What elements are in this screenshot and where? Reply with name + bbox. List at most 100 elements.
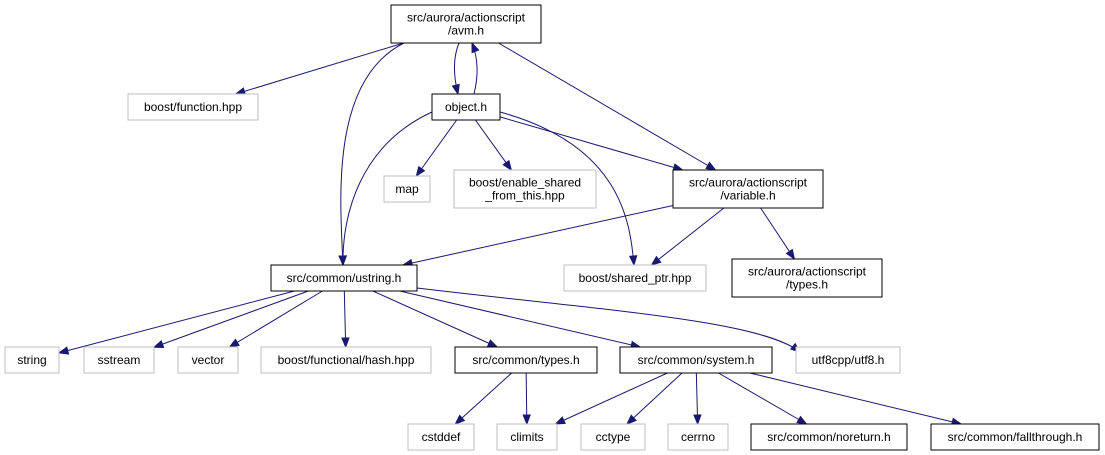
edge-line [340, 42, 405, 266]
node-cerrno: cerrno [667, 423, 729, 451]
edge-ustring_h-to-utf8 [416, 287, 802, 353]
node-label: string [17, 353, 46, 367]
edge-line [555, 372, 668, 425]
edge-line [415, 119, 458, 177]
node-box [580, 423, 646, 451]
edge-variable_h-to-shared_ptr [650, 207, 725, 266]
edge-object_h-to-enable_shared [474, 119, 513, 172]
edge-avm_h-to-variable_h [498, 42, 717, 171]
edge-line [651, 207, 725, 266]
edge-system_h-to-fallthrough_h [749, 372, 963, 426]
node-enable-shared: boost/enable_shared_from_this.hpp [453, 169, 597, 209]
edge-common_types_h-to-climits [522, 372, 531, 426]
node-as-types-h[interactable]: src/aurora/actionscript/types.h [731, 258, 883, 298]
node-box [260, 346, 432, 374]
node-label: src/common/types.h [472, 353, 579, 367]
node-label: climits [510, 430, 543, 444]
node-box [496, 423, 558, 451]
node-label: cstddef [422, 430, 461, 444]
edge-ustring_h-to-functional_hash [341, 290, 350, 349]
node-box [390, 4, 542, 44]
node-box [667, 423, 729, 451]
edge-system_h-to-climits [554, 372, 668, 425]
arrowhead [522, 414, 531, 426]
edge-object_h-to-map [415, 119, 458, 178]
node-box [177, 346, 239, 374]
node-box [563, 264, 707, 292]
arrowhead [626, 414, 637, 425]
node-label: boost/enable_shared [469, 176, 581, 190]
node-box [795, 346, 901, 374]
edge-common_types_h-to-cstddef [454, 372, 512, 425]
edge-line [498, 42, 716, 171]
node-label: object.h [445, 100, 487, 114]
node-map: map [383, 175, 431, 203]
node-box [930, 423, 1100, 451]
node-functional-hash: boost/functional/hash.hpp [260, 346, 432, 374]
edge-line [749, 372, 962, 425]
node-box [453, 169, 597, 209]
node-label: _from_this.hpp [484, 189, 565, 203]
node-label: src/common/fallthrough.h [948, 430, 1083, 444]
arrowhead [486, 339, 499, 348]
node-label: /types.h [786, 278, 828, 292]
edge-line [416, 287, 801, 353]
edge-system_h-to-cerrno [693, 372, 702, 426]
node-vector: vector [177, 346, 239, 374]
edge-line [235, 42, 404, 95]
node-box [4, 346, 60, 374]
node-box [383, 175, 431, 203]
node-label: src/common/ustring.h [287, 271, 402, 285]
node-variable-h[interactable]: src/aurora/actionscript/variable.h [672, 169, 824, 209]
arrowhead [796, 415, 808, 425]
node-fallthrough-h[interactable]: src/common/fallthrough.h [930, 423, 1100, 451]
edge-line [718, 372, 807, 425]
node-box [83, 346, 155, 374]
arrowhead [785, 248, 796, 261]
node-layer: src/aurora/actionscript/avm.h boost/funct… [4, 4, 1100, 451]
node-avm-h[interactable]: src/aurora/actionscript/avm.h [390, 4, 542, 44]
node-utf8: utf8cpp/utf8.h [795, 346, 901, 374]
arrowhead [451, 83, 460, 96]
edge-object_h-to-avm_h [471, 41, 480, 95]
node-label: /variable.h [720, 189, 775, 203]
edge-line [626, 372, 683, 425]
node-box [731, 258, 883, 298]
node-label: src/aurora/actionscript [748, 265, 867, 279]
edge-object_h-to-ustring_h [338, 111, 433, 267]
node-string: string [4, 346, 60, 374]
edge-line [399, 290, 641, 348]
arrowhead [471, 41, 480, 54]
node-noreturn-h[interactable]: src/common/noreturn.h [750, 423, 908, 451]
node-common-types-h[interactable]: src/common/types.h [454, 346, 598, 374]
node-boost-function: boost/function.hpp [127, 93, 259, 121]
edge-line [760, 207, 795, 260]
edge-line [58, 290, 295, 354]
node-label: src/aurora/actionscript [689, 176, 808, 190]
arrowhead [152, 340, 165, 348]
node-label: boost/functional/hash.hpp [278, 353, 415, 367]
node-label: src/aurora/actionscript [407, 11, 526, 25]
edge-system_h-to-cctype [626, 372, 683, 425]
edge-variable_h-to-as_types_h [760, 207, 796, 261]
node-cctype: cctype [580, 423, 646, 451]
node-system-h[interactable]: src/common/system.h [619, 346, 773, 374]
node-box [407, 423, 475, 451]
edge-object_h-to-shared_ptr [499, 111, 638, 267]
node-label: boost/shared_ptr.hpp [579, 271, 692, 285]
node-label: utf8cpp/utf8.h [812, 353, 885, 367]
edge-object_h-to-variable_h [499, 116, 684, 172]
node-label: /avm.h [448, 24, 484, 38]
edge-line [455, 372, 512, 425]
arrowhead [341, 337, 350, 349]
node-ustring-h[interactable]: src/common/ustring.h [270, 264, 418, 292]
arrowhead [415, 165, 426, 178]
edge-line [402, 205, 674, 266]
node-box [127, 93, 259, 121]
node-label: src/common/system.h [638, 353, 755, 367]
node-object-h[interactable]: object.h [431, 93, 501, 121]
node-label: boost/function.hpp [144, 100, 242, 114]
edge-avm_h-to-ustring_h [338, 42, 405, 267]
edge-line [153, 290, 309, 348]
